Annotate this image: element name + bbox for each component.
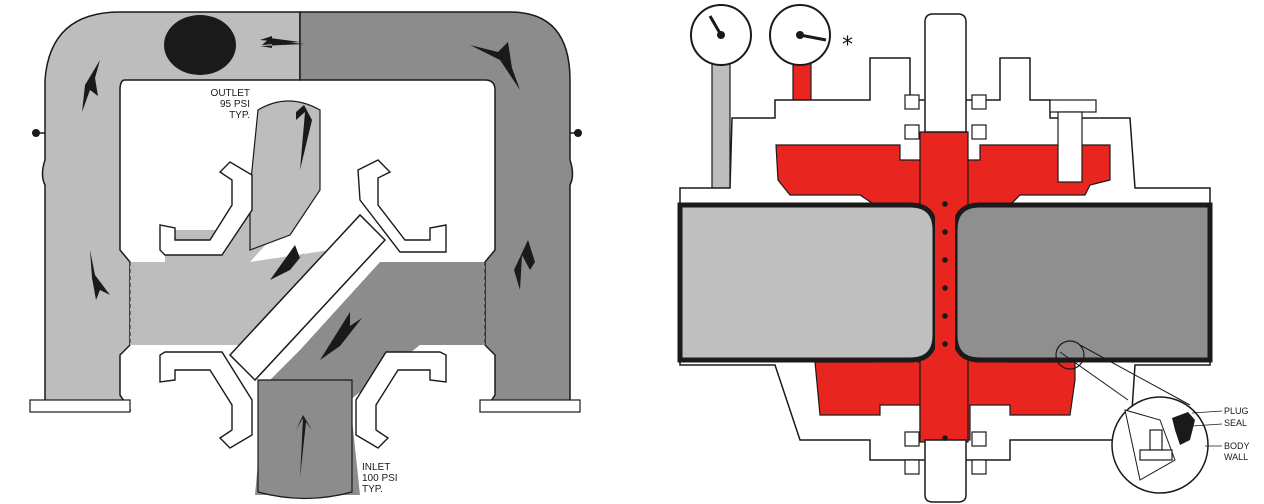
plug-web-holes (942, 201, 948, 441)
callout-label-plug: PLUG (1224, 406, 1249, 416)
lug-right (574, 129, 582, 137)
top-fitting (1049, 99, 1097, 113)
callout-label-wall: WALL (1224, 452, 1248, 462)
plug-passage (228, 213, 387, 382)
flow-diagram: OUTLET 95 PSI TYP. INLET 100 PSI TYP. (29, 11, 582, 500)
gauge-left (690, 4, 752, 194)
inlet-label-2: 100 PSI (362, 473, 398, 484)
callout-label-body: BODY (1224, 441, 1250, 451)
outlet-label-3: TYP. (229, 110, 250, 121)
plug-left (677, 202, 938, 363)
flange-foot-left (29, 399, 131, 413)
outlet-pipe (249, 100, 321, 251)
valve-section-diagram: * (677, 4, 1250, 503)
valve-stem-shaft-bottom (924, 439, 967, 503)
detail-inset (1111, 396, 1209, 494)
lug-left (32, 129, 40, 137)
callout-label-seal: SEAL (1224, 418, 1247, 428)
valve-stem-shaft (924, 13, 967, 133)
bypass-pipe-left (41, 11, 301, 411)
asterisk-mark: * (842, 33, 853, 58)
plug-web (935, 200, 955, 365)
callout-source-circle (1055, 340, 1085, 370)
arrow-top (262, 38, 300, 52)
outlet-label-1: OUTLET (211, 88, 250, 99)
valve-body-ribs (159, 159, 447, 449)
inlet-label-1: INLET (362, 462, 390, 473)
flange-foot-right (479, 399, 581, 413)
outlet-port (164, 15, 236, 75)
callout-line-1 (1059, 351, 1129, 401)
callout-line-2 (1079, 344, 1191, 406)
flow-arrows (82, 36, 535, 478)
outlet-label-2: 95 PSI (220, 99, 250, 110)
inlet-pipe (257, 379, 353, 500)
plug-right (952, 202, 1213, 363)
bypass-pipe-right (299, 11, 574, 411)
stem-seals (904, 94, 987, 475)
inlet-label-3: TYP. (362, 484, 383, 495)
